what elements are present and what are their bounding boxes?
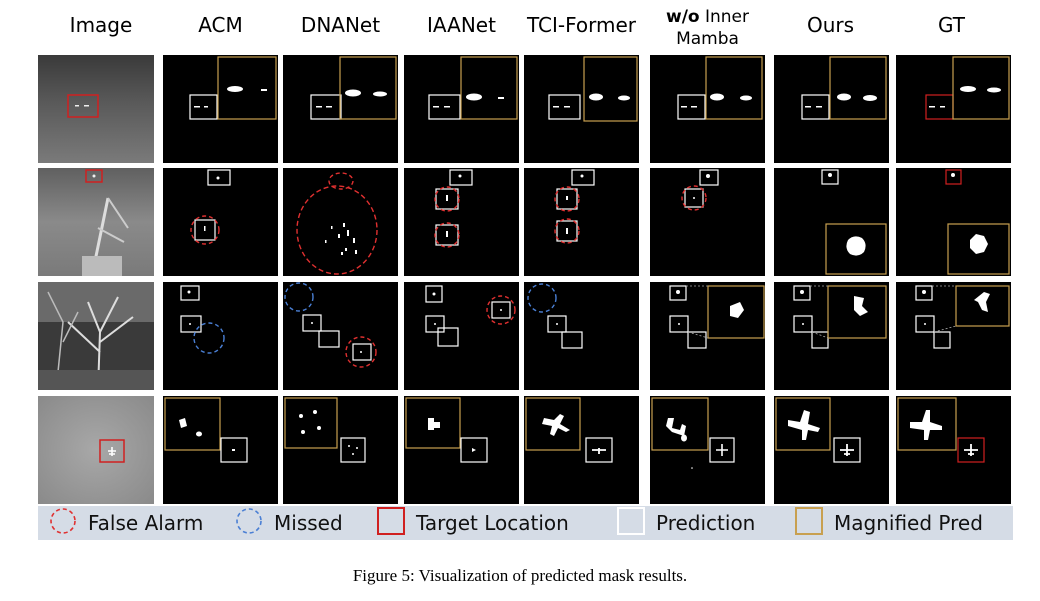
legend: False Alarm Missed Target Location Predi…: [38, 506, 1013, 540]
row3-gt: [896, 282, 1011, 390]
row3-dnanet: [283, 282, 398, 390]
legend-prediction: Prediction: [616, 506, 755, 540]
row4-ours: [774, 396, 889, 504]
row3-acm: [163, 282, 278, 390]
row4-gt: [896, 396, 1011, 504]
row4-iaanet: [404, 396, 519, 504]
row2-dnanet: [283, 168, 398, 276]
header-ours: Ours: [806, 13, 855, 37]
header-wo-bold: w/o: [665, 7, 700, 27]
row1-gt: [896, 55, 1011, 163]
row1-ours: [774, 55, 889, 163]
legend-target-location: Target Location: [376, 506, 569, 540]
header-wo-inner-mamba: w/o Inner Mamba: [650, 6, 765, 50]
legend-false-alarm: False Alarm: [48, 506, 203, 540]
legend-prediction-label: Prediction: [656, 511, 756, 535]
row4-tci-former: [524, 396, 639, 504]
row3-tci-former: [524, 282, 639, 390]
row1-wo-inner-mamba: [650, 55, 765, 163]
row1-acm: [163, 55, 278, 163]
row1-iaanet: [404, 55, 519, 163]
legend-false-alarm-label: False Alarm: [88, 511, 204, 535]
header-iaanet: IAANet: [427, 13, 496, 37]
row1-dnanet: [283, 55, 398, 163]
row2-image: [38, 168, 154, 276]
prediction-icon: [616, 506, 646, 541]
legend-target-location-label: Target Location: [416, 511, 569, 535]
row4-acm: [163, 396, 278, 504]
missed-icon: [234, 506, 264, 541]
figure-caption: Figure 5: Visualization of predicted mas…: [352, 566, 688, 585]
row2-wo-inner-mamba: [650, 168, 765, 276]
row4-image: [38, 396, 154, 504]
row3-iaanet: [404, 282, 519, 390]
row2-iaanet: [404, 168, 519, 276]
row1-tci-former: [524, 55, 639, 163]
header-image: Image: [69, 13, 133, 37]
row2-acm: [163, 168, 278, 276]
row2-tci-former: [524, 168, 639, 276]
header-dnanet: DNANet: [300, 13, 381, 37]
header-wo-inner: Inner: [704, 7, 749, 27]
header-acm: ACM: [198, 13, 243, 37]
legend-magnified-pred: Magnified Pred: [794, 506, 983, 540]
row4-dnanet: [283, 396, 398, 504]
row4-wo-inner-mamba: [650, 396, 765, 504]
magnified-pred-icon: [794, 506, 824, 541]
header-wo-mamba: Mamba: [676, 29, 739, 49]
row3-wo-inner-mamba: [650, 282, 765, 390]
legend-missed: Missed: [234, 506, 343, 540]
row2-ours: [774, 168, 889, 276]
row2-gt: [896, 168, 1011, 276]
row3-ours: [774, 282, 889, 390]
legend-magnified-pred-label: Magnified Pred: [834, 511, 983, 535]
row1-image: [38, 55, 154, 163]
target-location-icon: [376, 506, 406, 541]
header-gt: GT: [937, 13, 965, 37]
header-tci-former: TCI-Former: [526, 13, 637, 37]
false-alarm-icon: [48, 506, 78, 541]
legend-missed-label: Missed: [274, 511, 343, 535]
row3-image: [38, 282, 154, 390]
